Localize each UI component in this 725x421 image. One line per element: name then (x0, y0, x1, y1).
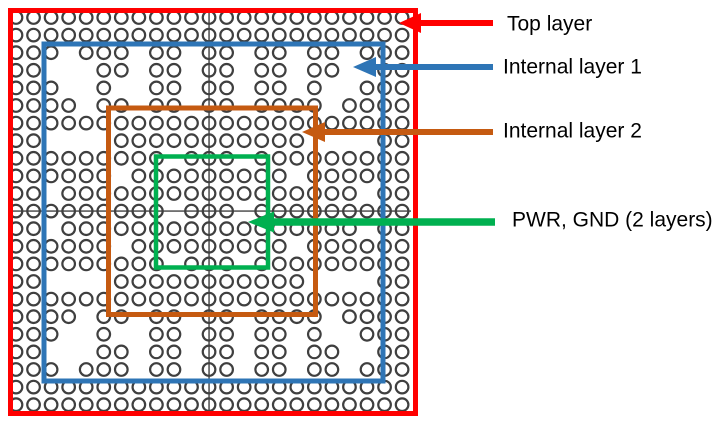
pwr-gnd-arrow (248, 211, 495, 233)
label-top-layer: Top layer (507, 12, 593, 36)
top-layer-arrowhead (399, 13, 421, 33)
pwr-gnd-arrow-shaft (273, 218, 495, 226)
internal-layer-2-outline (106, 105, 318, 317)
pwr-gnd-outline (153, 154, 271, 270)
internal-layer-2-arrowhead (302, 122, 325, 142)
internal-layer-1-outline (41, 41, 386, 384)
internal-layer-1-arrow-shaft (375, 64, 493, 70)
internal-layer-1-arrow (353, 57, 493, 77)
label-pwr-gnd: PWR, GND (2 layers) (512, 208, 713, 232)
internal-layer-2-arrow-shaft (324, 129, 493, 135)
internal-layer-2-arrow (302, 122, 493, 142)
top-layer-outline (8, 8, 418, 416)
internal-layer-1-arrowhead (353, 57, 376, 77)
top-layer-arrow-shaft (420, 20, 493, 26)
label-internal-layer-2: Internal layer 2 (503, 119, 642, 143)
top-layer-arrow (399, 13, 493, 33)
label-internal-layer-1: Internal layer 1 (503, 55, 642, 79)
pwr-gnd-arrowhead (248, 211, 274, 233)
center-crosshair (10, 9, 411, 412)
